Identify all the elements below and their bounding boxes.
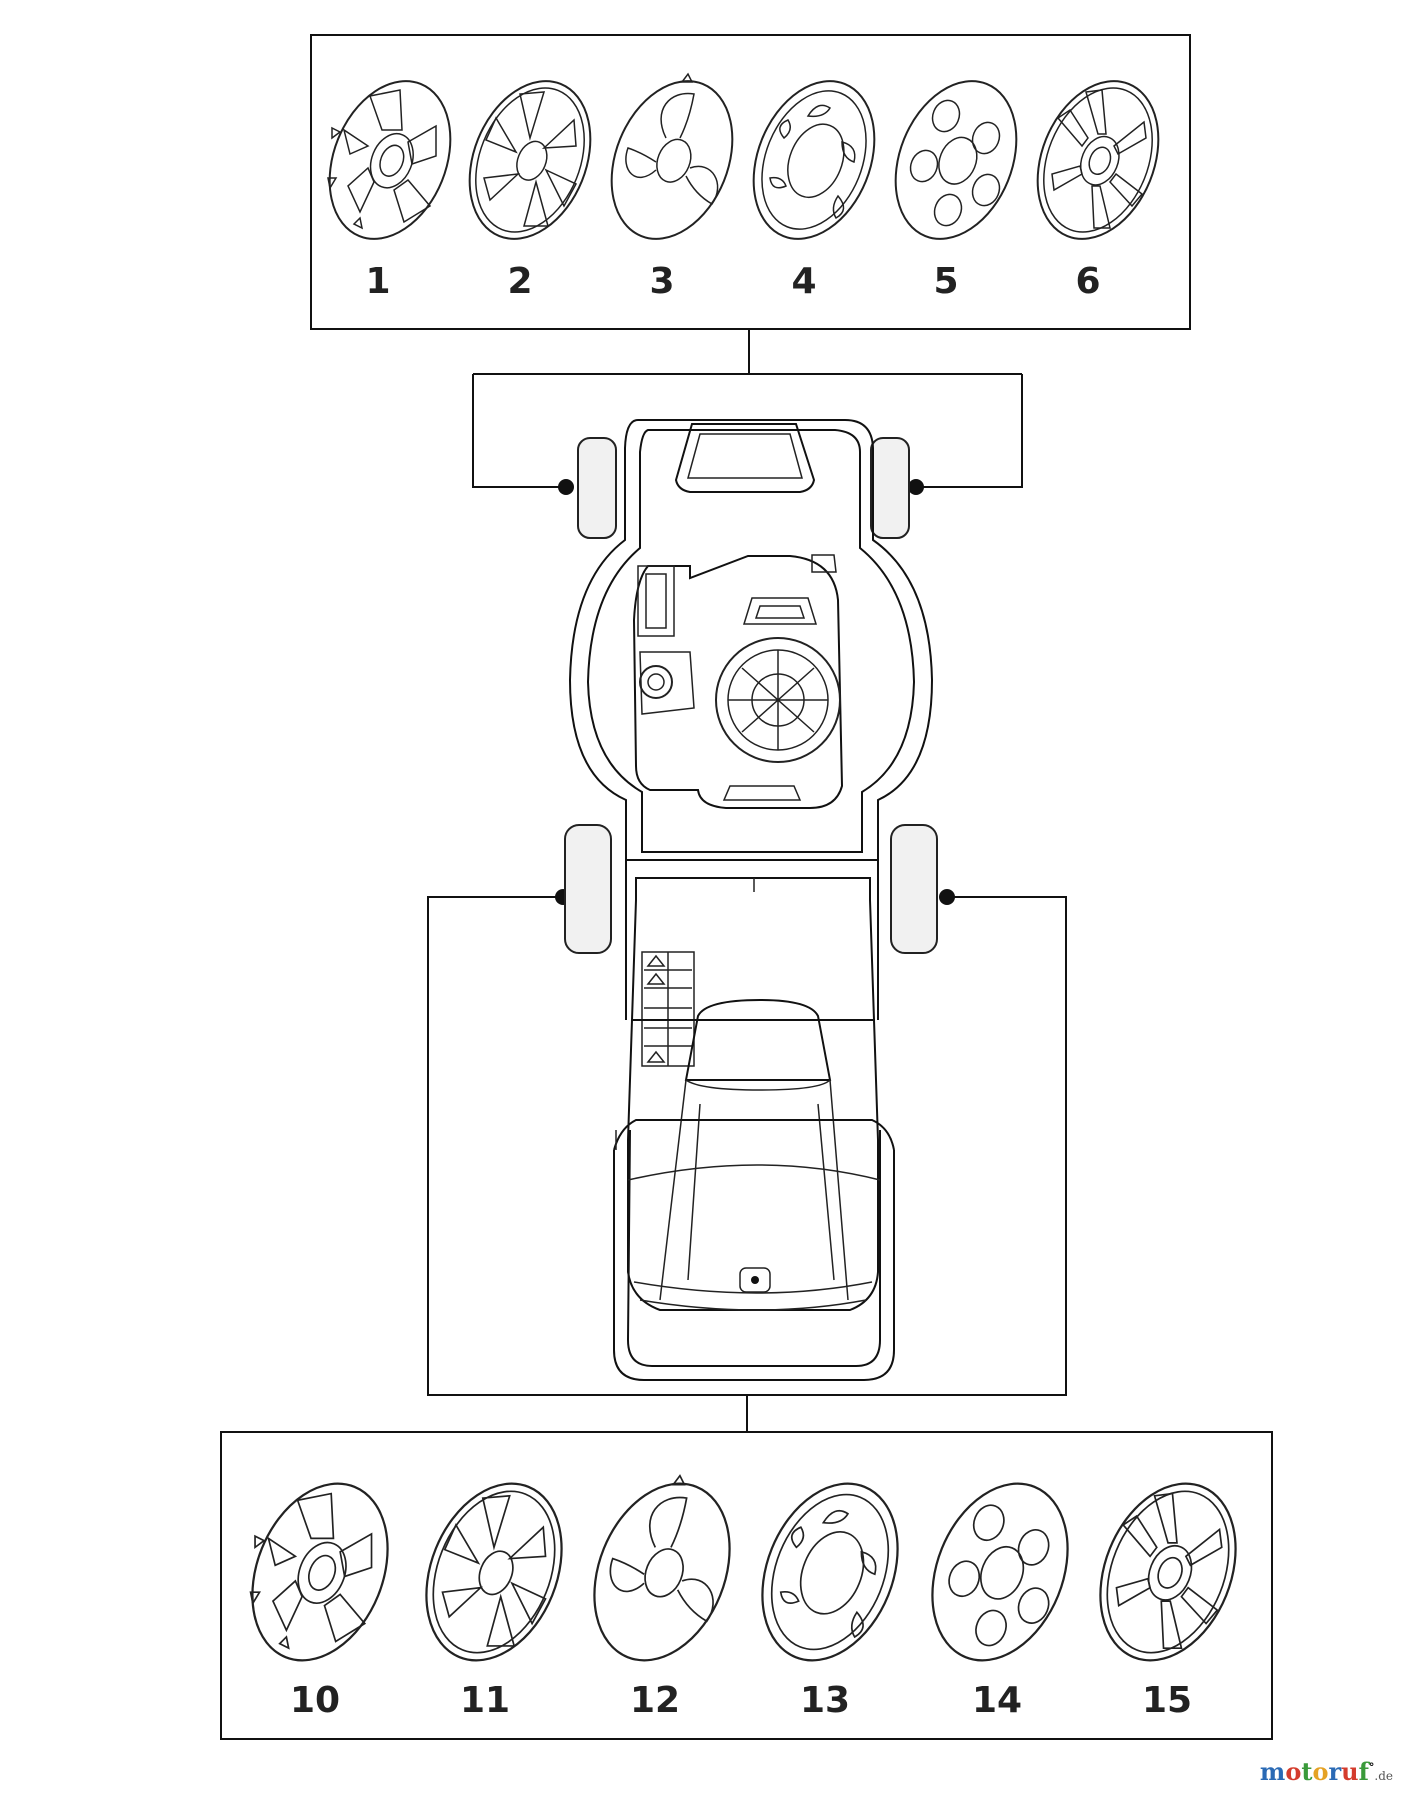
watermark-letter: o [1285,1757,1302,1786]
watermark-tld: .de [1374,1769,1393,1783]
hubcap-3-icon [588,61,756,259]
watermark-letter: f [1358,1757,1369,1786]
top-hubcap-frame [310,34,1191,330]
hubcap-6-icon [1014,61,1182,259]
watermark-letter: r [1328,1757,1342,1786]
hubcap-4-icon [730,61,898,259]
hubcap-2-icon [446,61,614,259]
part-number-label: 11 [460,1680,510,1721]
hubcap-15-icon [1074,1462,1262,1682]
rear-wheel-callout-lines [427,889,1067,1432]
part-number-label: 15 [1142,1680,1192,1721]
watermark-letter: o [1312,1757,1329,1786]
part-number-label: 4 [791,261,816,302]
hubcap-1-icon [306,61,474,259]
hubcap-14-icon [906,1462,1094,1682]
part-number-label: 14 [972,1680,1022,1721]
hubcap-11-icon [400,1462,588,1682]
watermark-letter: m [1259,1757,1286,1786]
part-number-label: 3 [649,261,674,302]
bottom-hubcap-frame [220,1431,1273,1740]
hubcap-10-icon [226,1462,414,1682]
hubcap-5-icon [872,61,1040,259]
watermark-mark: ° [1368,1761,1375,1774]
part-number-label: 10 [290,1680,340,1721]
part-number-label: 1 [365,261,390,302]
part-number-label: 13 [800,1680,850,1721]
part-number-label: 12 [630,1680,680,1721]
hubcap-13-icon [736,1462,924,1682]
watermark-letter: t [1301,1757,1313,1786]
hubcap-12-icon [568,1462,756,1682]
lawn-mower-top-view-icon [564,419,938,1381]
part-number-label: 6 [1075,261,1100,302]
front-wheel-callout-lines [472,329,1023,495]
watermark-letter: u [1341,1757,1359,1786]
watermark-logo: motoruf°.de [1260,1757,1393,1786]
part-number-label: 5 [933,261,958,302]
part-number-label: 2 [507,261,532,302]
